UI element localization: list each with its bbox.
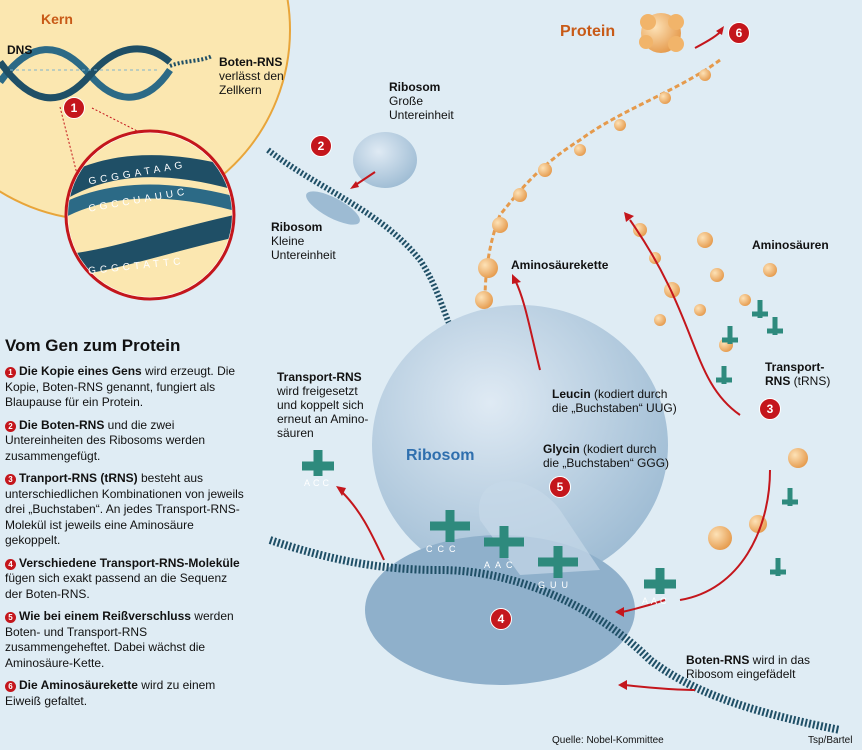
legend-step-4-number: 4 (5, 558, 16, 570)
released-trna (302, 450, 334, 476)
aminosaeuren-label: Aminosäuren (752, 238, 829, 252)
marker-6: 6 (728, 22, 750, 44)
legend-step-5-bold: Wie bei einem Reißverschluss (19, 609, 191, 623)
leucin-line2: die „Buchstaben“ UUG) (552, 401, 677, 415)
trns-free-line1: wird freigesetzt (277, 384, 358, 398)
marker-1: 1 (63, 97, 85, 119)
anticodon-free: ACC (304, 478, 333, 488)
legend-step-2-bold: Die Boten-RNS (19, 417, 105, 432)
marker-3: 3 (759, 398, 781, 420)
protein-label: Protein (560, 23, 616, 40)
ribosom-gross-label: Ribosom Große Untereinheit (389, 80, 454, 122)
boten-rns-bottom-bold: Boten-RNS (686, 653, 750, 667)
dns-label: DNS (7, 43, 33, 57)
marker-2: 2 (310, 135, 332, 157)
glycin-bold: Glycin (543, 442, 580, 456)
protein-blob (639, 13, 684, 53)
bound-trna (430, 510, 578, 578)
legend-step-1-bold: Die Kopie eines Gens (19, 364, 142, 378)
anticodon-incoming: AAC (642, 596, 670, 606)
legend-step-2-number: 2 (5, 420, 16, 432)
boten-rns-title: Boten-RNS (219, 55, 283, 69)
codon-left: CCC (426, 544, 461, 554)
glycin-rest: (kodiert durch (579, 442, 657, 456)
legend-step-5-text: werden Boten- und Transport-RNS zusammen… (5, 609, 234, 670)
boten-rns-bottom-line2: Ribosom eingefädelt (686, 667, 796, 681)
ribosom-center-label: Ribosom (406, 447, 475, 464)
legend-step-2-text: und die zwei Untereinheiten des Ribosoms… (5, 417, 206, 463)
transport-rns-label: Transport- RNS (tRNS) (765, 360, 830, 388)
trns-free-line3: erneut an Amino- (277, 412, 369, 426)
legend-step-3-bold: Tranport-RNS (tRNS) (19, 471, 138, 485)
ribosom-klein-small (306, 191, 360, 225)
aminosaeurekette-label: Aminosäurekette (511, 258, 609, 272)
leucin-bold: Leucin (552, 387, 591, 401)
glycin-label: Glycin (kodiert durch die „Buchstaben“ G… (543, 442, 669, 470)
legend-step-4-text: fügen sich exakt passend an die Sequenz … (5, 571, 228, 601)
trns-free-label: Transport-RNS wird freigesetzt und koppe… (277, 370, 368, 440)
ribosom-gross-line1: Große (389, 94, 424, 108)
legend-step-5-number: 5 (5, 612, 16, 623)
ribosom-gross-line2: Untereinheit (389, 108, 454, 122)
source-credit: Quelle: Nobel-Kommittee (552, 735, 664, 746)
transport-rns-rest: (tRNS) (790, 374, 831, 388)
boten-rns-line1: verlässt den (219, 69, 284, 83)
ribosom-gross-title: Ribosom (389, 80, 441, 94)
boten-rns-main (268, 536, 841, 734)
leucin-label: Leucin (kodiert durch die „Buchstaben“ U… (552, 387, 677, 415)
ribosom-klein-line1: Kleine (271, 234, 305, 248)
leucin-rest: (kodiert durch (590, 387, 668, 401)
transport-rns-bold: RNS (765, 374, 791, 388)
legend-step-1-number: 1 (5, 367, 16, 378)
legend-step-6-number: 6 (5, 681, 16, 692)
dna-helix (0, 45, 173, 102)
glycin-line2: die „Buchstaben“ GGG) (543, 456, 670, 470)
marker-5: 5 (549, 476, 571, 498)
incoming-trna (644, 568, 676, 594)
codon-mid: AAC (484, 560, 518, 570)
legend-step-6-text: wird zu einem Eiweiß gefaltet. (5, 678, 216, 708)
trns-free-line4: säuren (277, 426, 314, 440)
kern-label: Kern (41, 11, 73, 27)
boten-rns-bottom-label: Boten-RNS wird in das Ribosom eingefädel… (686, 653, 810, 681)
free-aminoacids (633, 223, 808, 550)
dna-zoom (64, 129, 236, 301)
boten-rns-line2: Zellkern (219, 83, 262, 97)
trns-free-title: Transport-RNS (277, 370, 362, 384)
codon-right: GUU (538, 580, 573, 590)
marker-4: 4 (490, 608, 512, 630)
author-credit: Tsp/Bartel (808, 735, 853, 746)
legend-title: Vom Gen zum Protein (5, 336, 181, 355)
boten-rns-bottom-rest: wird in das (749, 653, 811, 667)
legend-step-4-bold: Verschiedene Transport-RNS-Moleküle (19, 555, 240, 570)
ribosom-large (365, 305, 668, 685)
legend-step-6-bold: Die Aminosäurekette (19, 678, 138, 692)
boten-rns-label: Boten-RNS verlässt den Zellkern (219, 55, 284, 97)
ribosom-klein-line2: Untereinheit (271, 248, 336, 262)
trns-free-line2: und koppelt sich (277, 398, 364, 412)
legend-step-3-number: 3 (5, 474, 16, 485)
ribosom-klein-label: Ribosom Kleine Untereinheit (271, 220, 336, 262)
legend-step-3-text: besteht aus unterschiedlichen Kombinatio… (5, 471, 244, 547)
ribosom-klein-title: Ribosom (271, 220, 323, 234)
transport-rns-title: Transport- (765, 360, 825, 374)
process-arrows (341, 219, 771, 691)
ribosom-gross-small (353, 132, 417, 188)
free-trna-group (716, 300, 798, 576)
arrowheads (336, 212, 634, 690)
legend-step-1-text: wird erzeugt. Die Kopie, Boten-RNS genan… (5, 364, 236, 409)
